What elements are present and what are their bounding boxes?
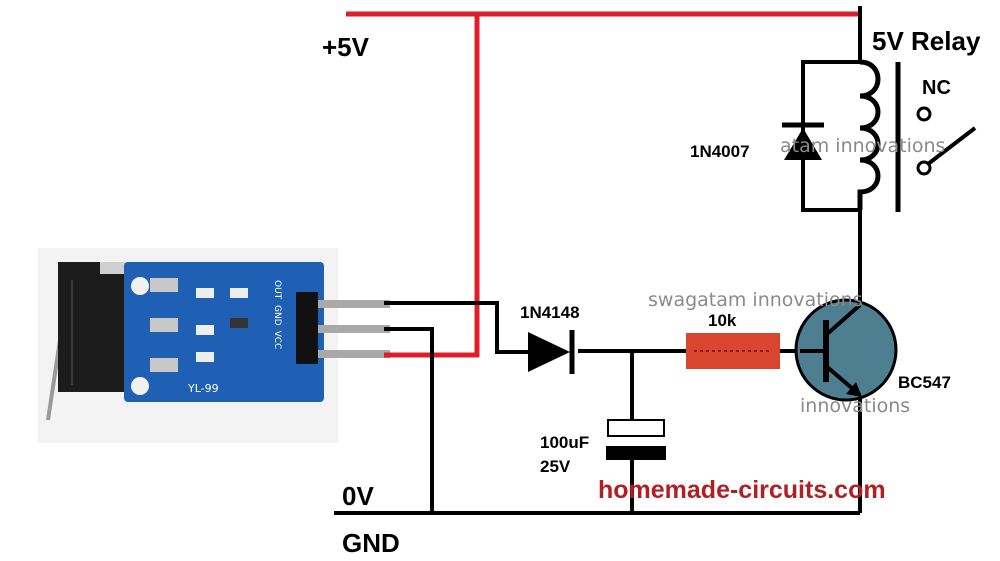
resistor-10k [686, 333, 780, 369]
pin-vcc [318, 350, 390, 358]
pin-out [318, 300, 390, 308]
watermark-top: atam innovations [780, 135, 945, 157]
relay-label: 5V Relay [872, 26, 981, 56]
flyback-diode [782, 122, 824, 160]
capacitor-100uf [606, 419, 666, 460]
capacitor-voltage-label: 25V [540, 457, 571, 476]
relay-contact-nc [916, 106, 932, 122]
limit-switch-module: OUT GND VCC YL-99 [38, 248, 390, 443]
relay-contact-common [916, 160, 932, 176]
transistor-label: BC547 [898, 373, 951, 392]
relay [857, 59, 977, 212]
pin-label-vcc: VCC [272, 331, 282, 350]
relay-coil [857, 59, 881, 210]
watermark-middle: swagatam innovations [648, 289, 863, 311]
ground-label: GND [342, 528, 400, 558]
site-label: homemade-circuits.com [598, 476, 886, 504]
capacitor-value-label: 100uF [540, 433, 589, 452]
pin-gnd [318, 325, 390, 333]
supply-label: +5V [322, 32, 370, 62]
pin-header [296, 292, 318, 364]
nc-label: NC [922, 77, 951, 99]
signal-diode [528, 330, 575, 374]
resistor-label: 10k [708, 311, 737, 330]
zero-volt-label: 0V [342, 481, 374, 511]
signal-diode-label: 1N4148 [520, 303, 580, 322]
switch-body [58, 262, 132, 392]
watermark-bottom: innovations [800, 395, 910, 417]
pin-label-out: OUT [272, 280, 282, 300]
module-model-label: YL-99 [187, 382, 219, 395]
circuit-wires [334, 6, 862, 515]
transistor-bc547 [794, 298, 898, 402]
pin-label-gnd: GND [272, 305, 282, 326]
svg-text:OUT GND VCC: OUT GND VCC [272, 280, 282, 349]
flyback-diode-label: 1N4007 [690, 142, 750, 161]
relay-switch-arm [926, 126, 977, 166]
